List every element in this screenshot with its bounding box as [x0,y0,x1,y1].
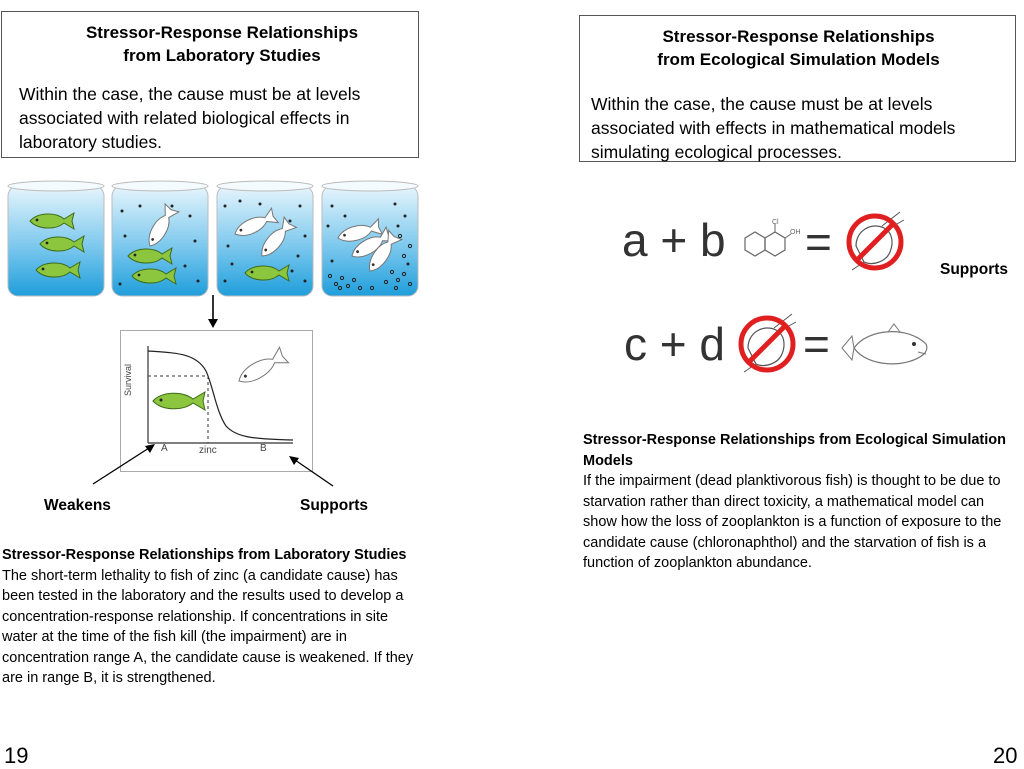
simulation-models-box-title: Stressor-Response Relationships from Eco… [657,27,940,69]
molecule-oh-label: OH [790,229,801,236]
equation-1-equals: = [805,216,832,268]
lab-studies-box-body: Within the case, the cause must be at le… [19,84,361,152]
equation-1-lhs: a + b [622,214,726,266]
beaker-2 [111,180,209,297]
graph-drawing [147,345,294,444]
no-zooplankton-icon-2 [738,313,797,373]
equation-2-lhs: c + d [624,318,726,370]
graph-y-axis-label: Survival [123,363,133,396]
lab-supports-label: Supports [300,497,369,514]
beaker-3 [216,180,314,297]
simulation-supports-label: Supports [940,261,1009,278]
page-number-right: 20 [993,743,1018,768]
lab-notes-body: The short-term lethality to fish of zinc… [2,567,414,687]
graph-range-a-label: A [161,443,168,454]
molecule-cl-label: Cl [772,219,779,226]
beakers-illustration [7,180,419,297]
equation-2-equals: = [803,318,830,370]
graph-range-b-label: B [260,443,267,454]
simulation-notes-body: If the impairment (dead planktivorous fi… [583,473,1002,571]
weakens-label: Weakens [44,497,111,514]
graph-x-axis-label: zinc [199,445,217,456]
lab-notes-title: Stressor-Response Relationships from Lab… [2,547,407,563]
chloronaphthol-molecule-icon: Cl OH [744,219,801,257]
graph-callout-arrows [92,444,334,487]
lab-studies-box-title: Stressor-Response Relationships from Lab… [85,23,359,65]
beaker-4 [321,180,419,297]
page-number-left: 19 [4,743,29,768]
no-zooplankton-icon [846,211,905,271]
simulation-notes-title: Stressor-Response Relationships from Eco… [583,432,1007,469]
simulation-models-box: Stressor-Response Relationships from Eco… [579,15,1016,162]
lab-studies-box: Stressor-Response Relationships from Lab… [1,11,419,158]
concentration-response-graph: Survival A zinc B [120,330,313,472]
lab-notes: Stressor-Response Relationships from Lab… [2,545,427,689]
simulation-notes: Stressor-Response Relationships from Eco… [583,430,1008,574]
dead-fish-icon [841,323,928,365]
down-arrow-icon [208,295,218,328]
simulation-models-box-body: Within the case, the cause must be at le… [591,94,956,162]
beaker-1 [7,180,105,297]
